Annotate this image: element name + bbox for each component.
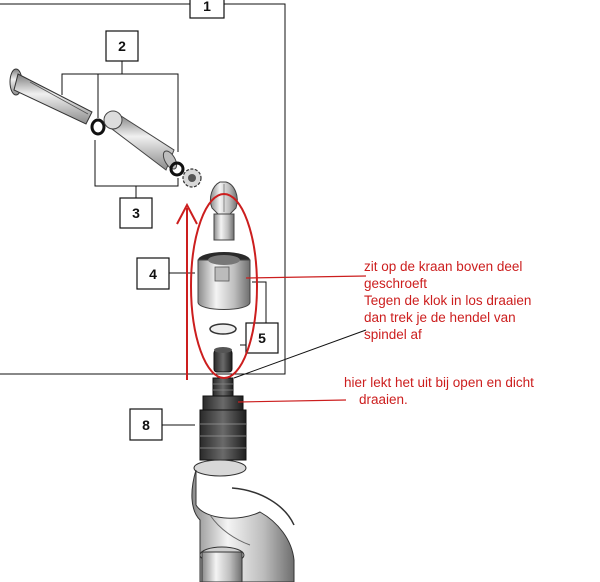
faucet-base xyxy=(191,459,295,582)
leak-note: hier lekt het uit bij open en dicht draa… xyxy=(344,375,534,407)
spindle-part xyxy=(213,347,233,373)
top-note: zit op de kraan boven deel geschroeft Te… xyxy=(364,259,532,342)
callout-3-bracket xyxy=(94,140,137,198)
callout-8-box xyxy=(129,408,163,441)
callout-1-box xyxy=(189,0,225,19)
removal-arrow-head xyxy=(176,202,198,225)
callout-8-number: 8 xyxy=(142,417,150,433)
callout-3-box xyxy=(119,197,153,229)
top-note-leader xyxy=(245,275,367,279)
assembly-frame-right xyxy=(0,3,286,375)
callout-2-number: 2 xyxy=(118,38,126,54)
callout-3-number: 3 xyxy=(132,205,140,221)
callout-4-number: 4 xyxy=(149,266,157,282)
lever-top xyxy=(209,181,238,241)
callout-3-bracket-right xyxy=(136,178,179,187)
callout-1-number: 1 xyxy=(203,0,211,14)
callout-2-bracket-right xyxy=(122,73,179,152)
callout-2-bracket xyxy=(61,61,123,95)
spindle-note-leader xyxy=(233,329,367,379)
splined-adapter xyxy=(182,168,202,188)
o-ring-lower xyxy=(169,161,185,177)
valve-cartridge xyxy=(199,377,247,461)
washer xyxy=(209,323,237,335)
highlight-oval xyxy=(190,193,258,379)
red-annotations xyxy=(176,193,367,403)
callout-2-box xyxy=(105,30,139,62)
o-ring-upper xyxy=(90,118,106,136)
callout-5-number: 5 xyxy=(258,330,266,346)
leak-note-leader xyxy=(237,399,347,403)
handle-cone xyxy=(103,110,178,171)
chrome-body xyxy=(197,252,251,310)
handle-screw xyxy=(9,68,93,125)
